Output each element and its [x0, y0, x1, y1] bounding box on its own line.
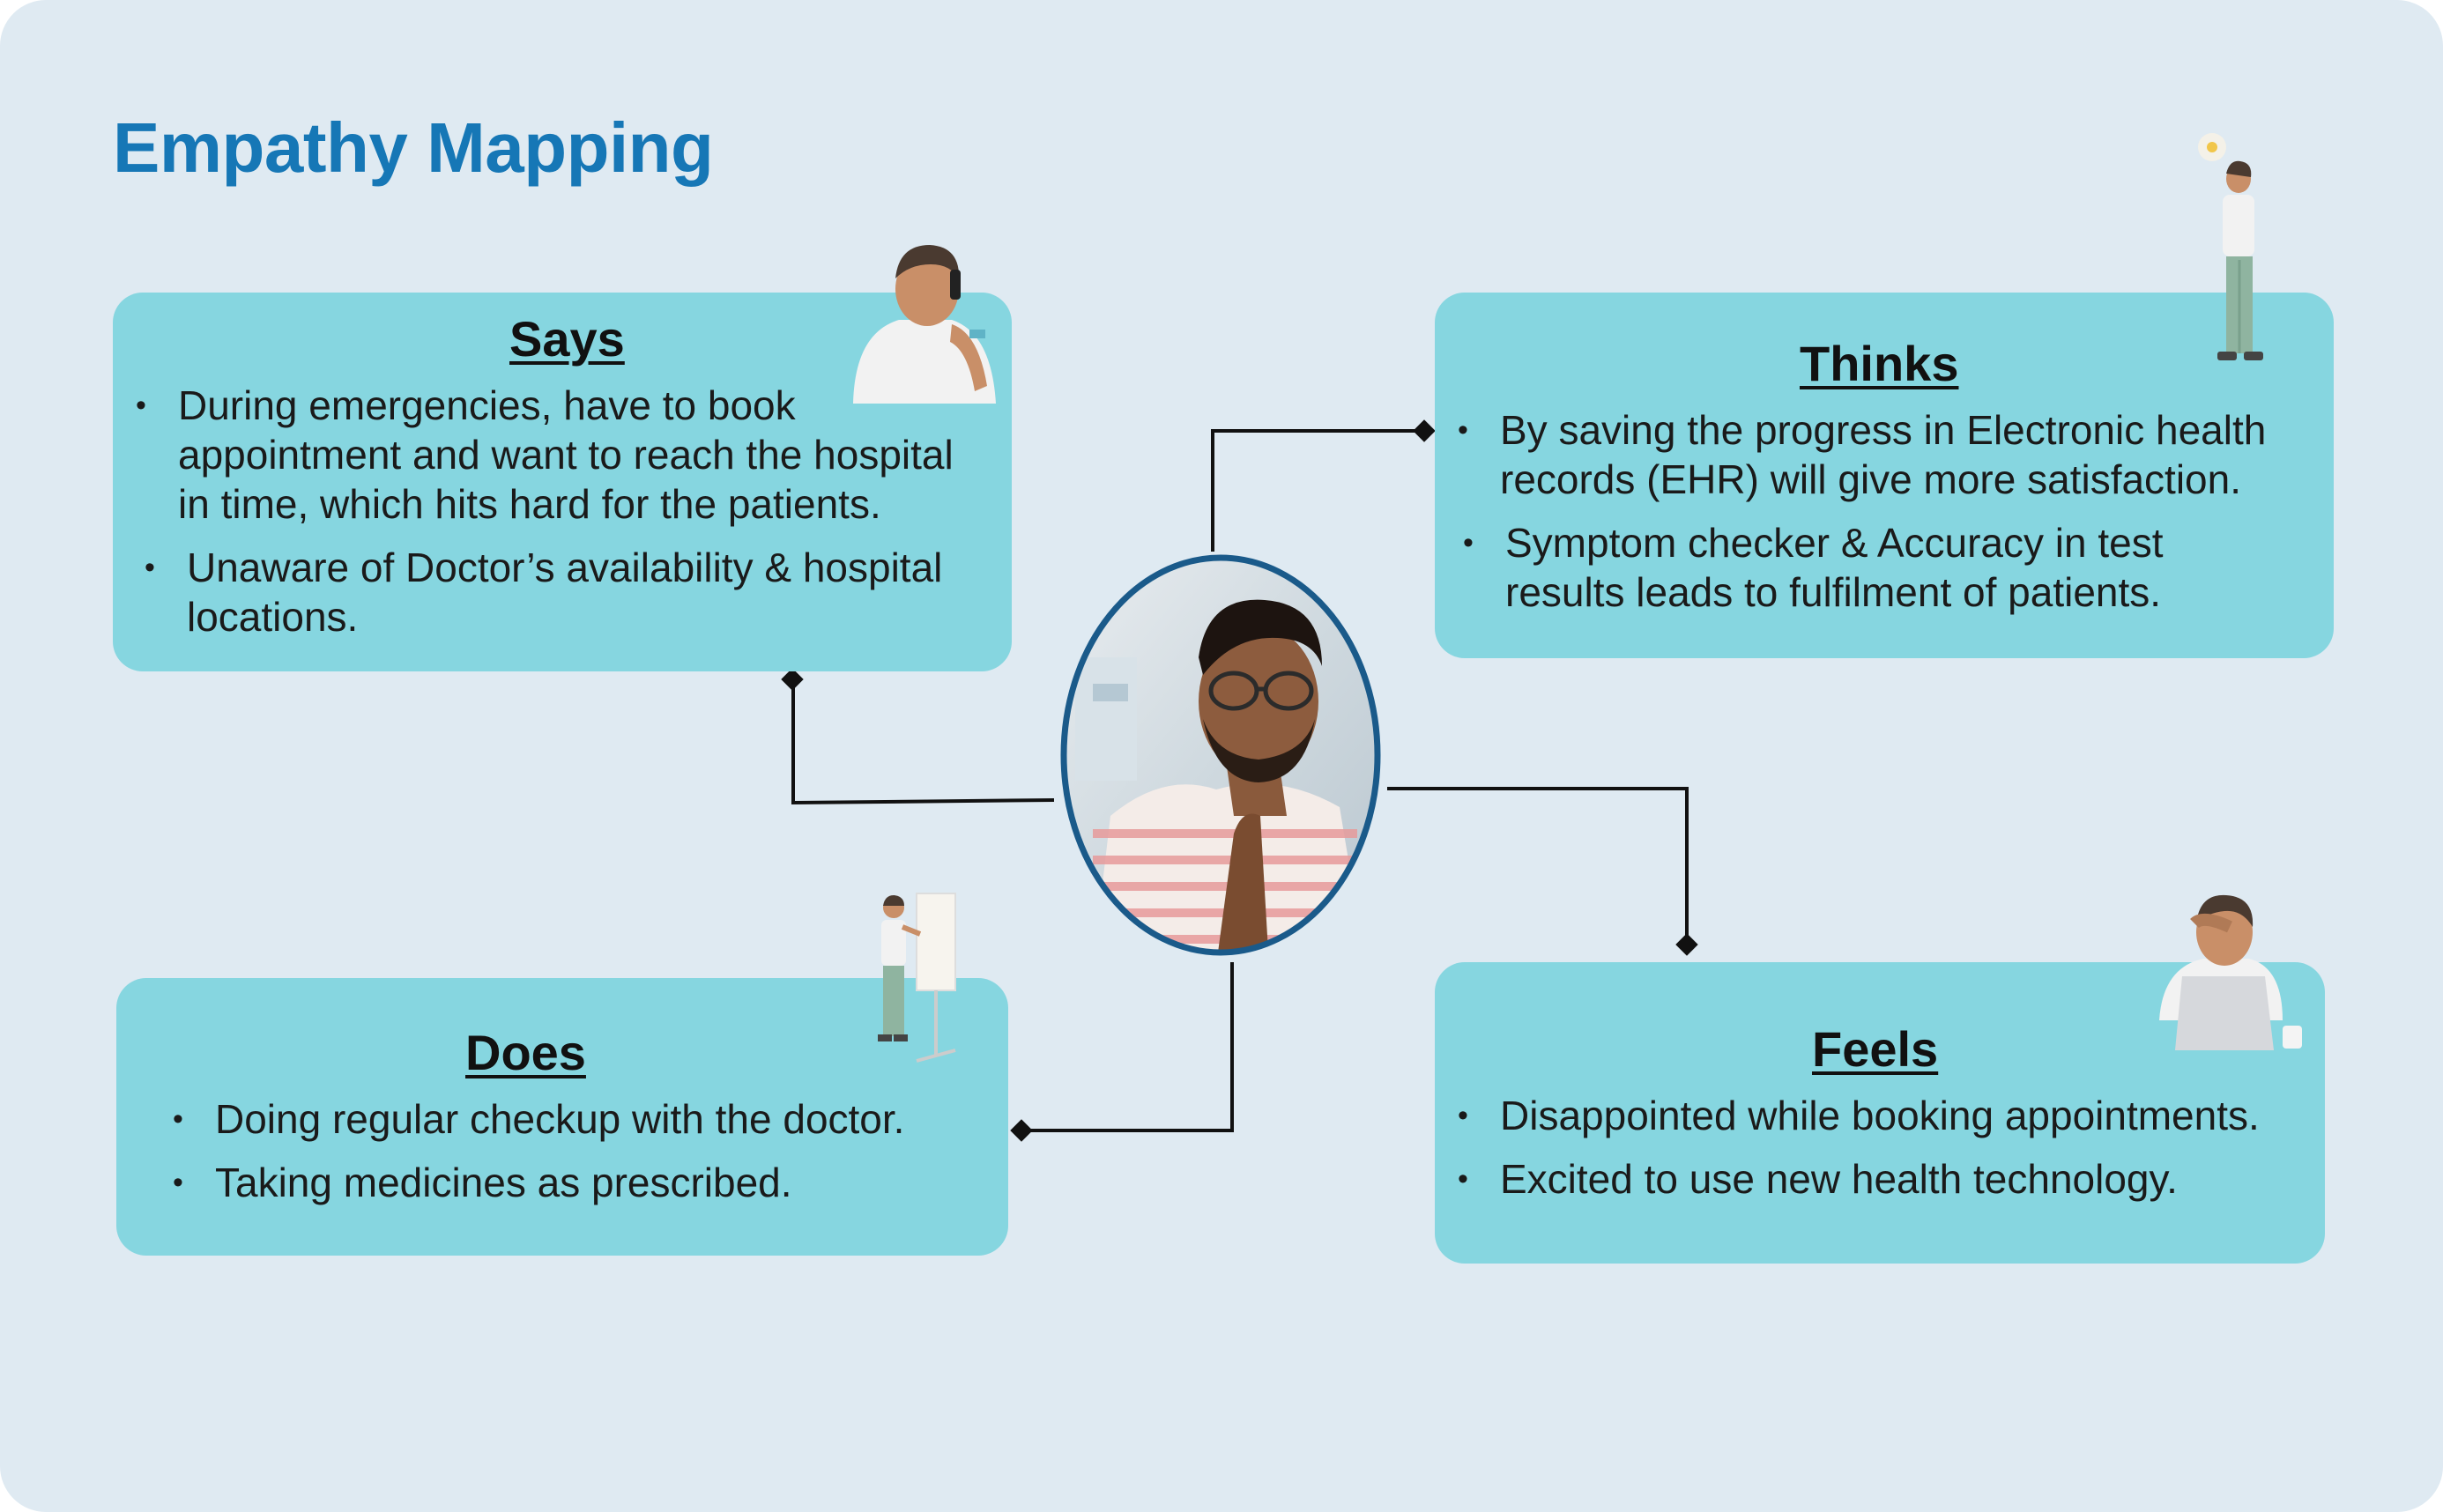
feels-item: Excited to use new health technology.	[1454, 1154, 2327, 1204]
says-item: Unaware of Doctor’s availability & hospi…	[141, 543, 998, 641]
stressed-person-laptop-figure	[2159, 894, 2302, 1050]
connector-does-marker	[1010, 1119, 1033, 1142]
thinks-item: Symptom checker & Accuracy in test resul…	[1459, 518, 2263, 617]
thinks-list: By saving the progress in Electronic hea…	[1454, 405, 2327, 631]
thinks-heading: Thinks	[1800, 336, 1959, 391]
feels-list: Disappointed while booking appointments.…	[1454, 1091, 2327, 1218]
says-list: During emergencies, have to book appoint…	[132, 381, 1014, 656]
connector-feels-marker	[1675, 933, 1698, 956]
says-heading: Says	[509, 311, 625, 367]
says-card: Says During emergencies, have to book ap…	[113, 293, 1012, 671]
connector-does	[1021, 962, 1234, 1132]
person-presenting-figure	[878, 893, 956, 1063]
says-item: During emergencies, have to book appoint…	[132, 381, 989, 529]
person-on-phone-figure	[853, 245, 996, 404]
does-list: Doing regular checkup with the doctor. T…	[169, 1094, 998, 1221]
connector-feels	[1387, 787, 1689, 945]
feels-item: Disappointed while booking appointments.	[1454, 1091, 2327, 1140]
thinks-card: Thinks By saving the progress in Electro…	[1435, 293, 2334, 658]
does-item: Doing regular checkup with the doctor.	[169, 1094, 998, 1144]
does-item: Taking medicines as prescribed.	[169, 1158, 998, 1207]
persona-photo	[1060, 554, 1381, 956]
feels-heading: Feels	[1812, 1021, 1939, 1077]
connector-says	[791, 680, 1055, 805]
connector-thinks	[1211, 429, 1424, 552]
connector-says-marker	[781, 668, 804, 691]
thinks-item: By saving the progress in Electronic hea…	[1454, 405, 2327, 504]
person-thinking-figure	[2198, 133, 2263, 360]
does-heading: Does	[465, 1025, 586, 1080]
does-card: Does Doing regular checkup with the doct…	[116, 978, 1008, 1256]
connector-thinks-marker	[1413, 419, 1436, 442]
page-title: Empathy Mapping	[113, 108, 714, 187]
